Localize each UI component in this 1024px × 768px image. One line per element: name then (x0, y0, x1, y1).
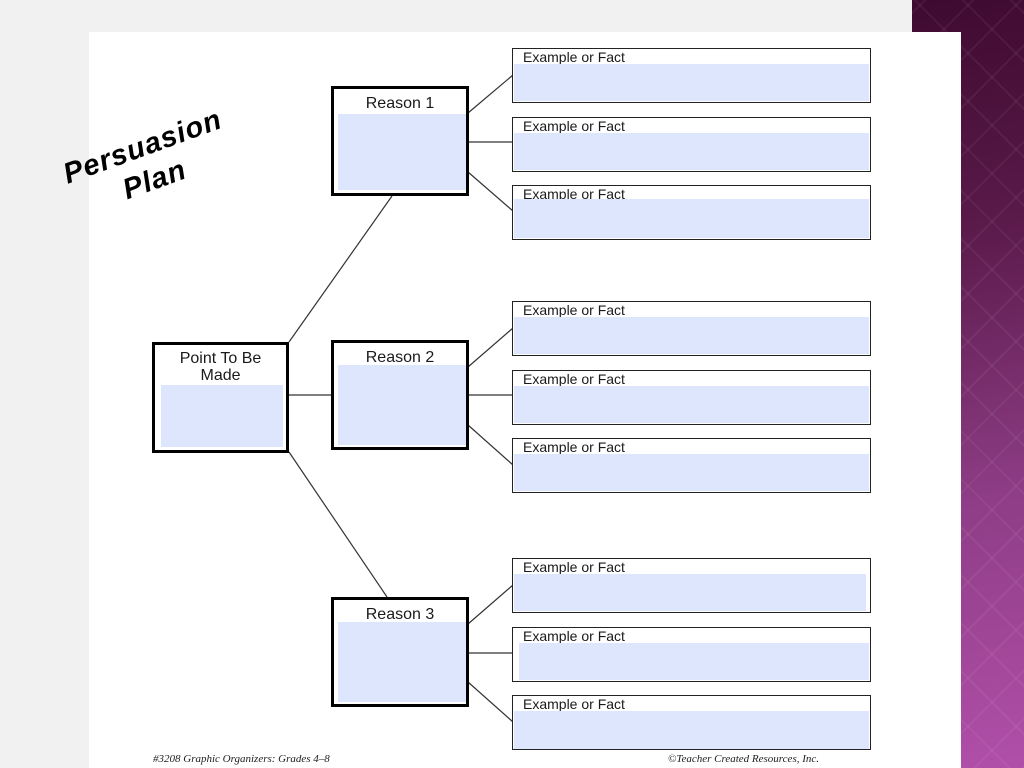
footer-left: #3208 Graphic Organizers: Grades 4–8 (153, 753, 330, 765)
example-box-3-1[interactable]: Example or Fact (512, 558, 871, 613)
connector-r2-e3 (467, 424, 514, 466)
example-fill-area[interactable] (514, 199, 869, 238)
point-box[interactable]: Point To Be Made (152, 342, 289, 453)
example-box-1-2[interactable]: Example or Fact (512, 117, 871, 172)
reason-box-3[interactable]: Reason 3 (331, 597, 469, 707)
example-label: Example or Fact (523, 439, 625, 455)
example-box-3-3[interactable]: Example or Fact (512, 695, 871, 750)
reason-fill-area-3[interactable] (338, 622, 466, 702)
example-label: Example or Fact (523, 696, 625, 712)
example-fill-area[interactable] (514, 133, 869, 170)
connector-r1-e1 (467, 74, 514, 114)
reason-box-2[interactable]: Reason 2 (331, 340, 469, 450)
point-fill-area[interactable] (161, 385, 283, 447)
example-box-3-2[interactable]: Example or Fact (512, 627, 871, 682)
reason-label-2: Reason 2 (365, 349, 435, 366)
example-box-2-1[interactable]: Example or Fact (512, 301, 871, 356)
example-label: Example or Fact (523, 302, 625, 318)
connector-r3-e3 (467, 681, 514, 723)
example-label: Example or Fact (523, 118, 625, 134)
example-label: Example or Fact (523, 628, 625, 644)
example-label: Example or Fact (523, 371, 625, 387)
example-label: Example or Fact (523, 186, 625, 202)
connector-r2-e1 (467, 327, 514, 368)
connector-r1-e3 (467, 171, 514, 212)
reason-fill-area-1[interactable] (338, 114, 466, 190)
example-fill-area[interactable] (514, 454, 869, 491)
example-box-2-2[interactable]: Example or Fact (512, 370, 871, 425)
reason-fill-area-2[interactable] (338, 365, 466, 445)
example-label: Example or Fact (523, 559, 625, 575)
example-fill-area[interactable] (514, 711, 869, 749)
reason-box-1[interactable]: Reason 1 (331, 86, 469, 196)
example-box-2-3[interactable]: Example or Fact (512, 438, 871, 493)
example-fill-area[interactable] (514, 317, 869, 354)
example-box-1-1[interactable]: Example or Fact (512, 48, 871, 103)
example-fill-area[interactable] (514, 574, 866, 611)
example-box-1-3[interactable]: Example or Fact (512, 185, 871, 240)
connector-point-reason-1 (288, 195, 393, 343)
reason-label-1: Reason 1 (365, 95, 435, 112)
example-fill-area[interactable] (514, 64, 869, 101)
example-fill-area[interactable] (514, 386, 869, 423)
connector-r3-e1 (467, 584, 514, 625)
example-fill-area[interactable] (519, 643, 869, 680)
footer-right: ©Teacher Created Resources, Inc. (668, 753, 820, 765)
reason-label-3: Reason 3 (365, 606, 435, 623)
example-label: Example or Fact (523, 49, 625, 65)
connector-point-reason-3 (288, 451, 388, 598)
point-label: Point To Be Made (179, 350, 262, 384)
